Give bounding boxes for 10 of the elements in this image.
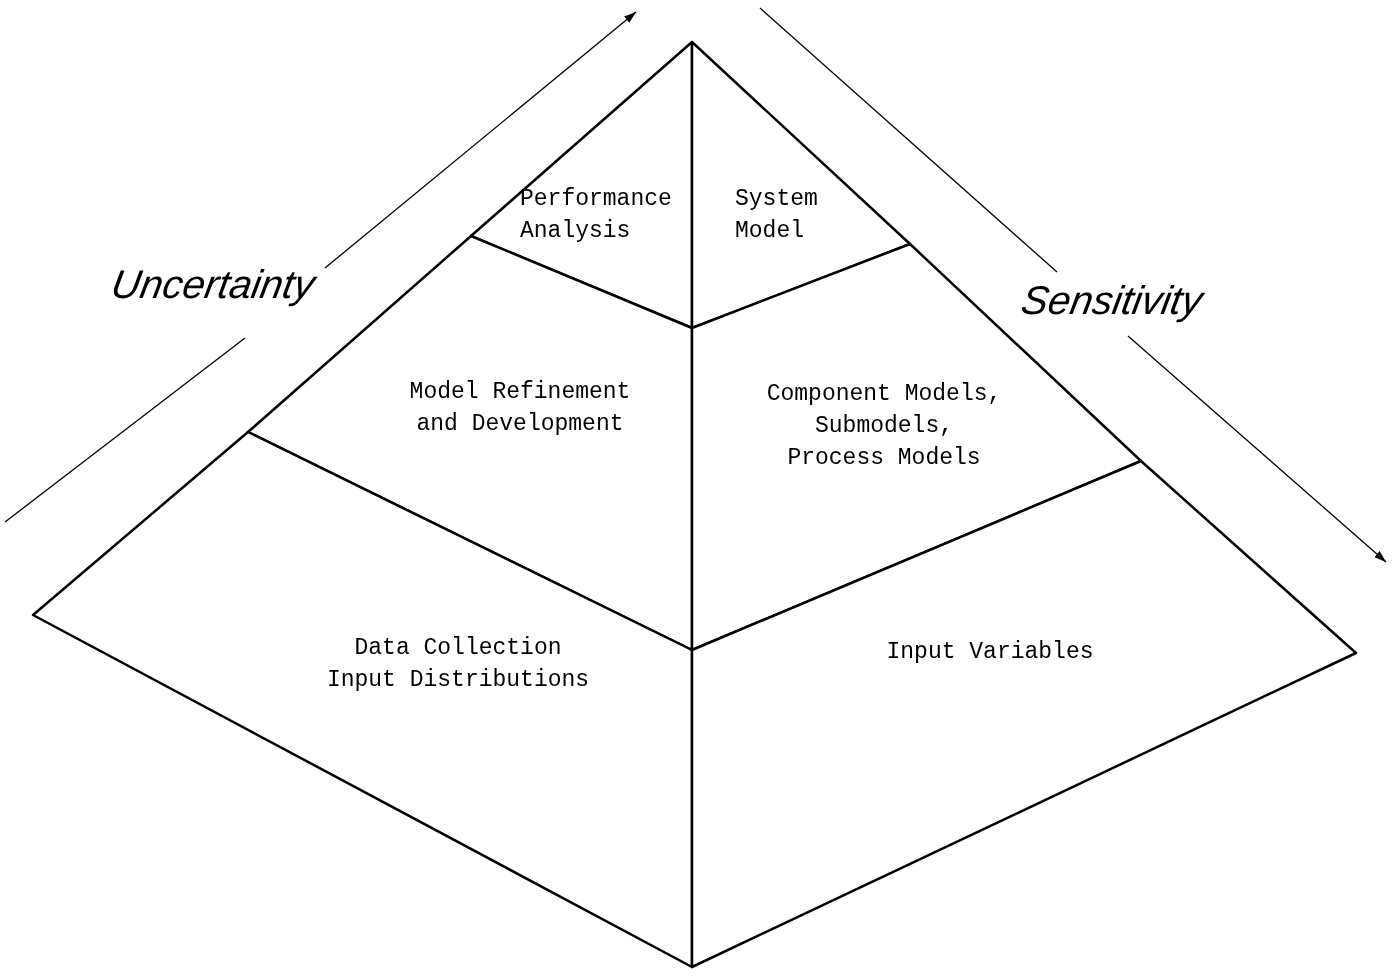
face-label: Component Models, Submodels, Process Models: [765, 380, 1003, 473]
pyramid-face: [692, 42, 910, 328]
axis-label: Uncertainty: [108, 262, 319, 307]
axis-label: Sensitivity: [1018, 278, 1207, 323]
pyramid-face: [471, 42, 692, 328]
face-label: Performance Analysis: [520, 185, 673, 246]
face-label: Input Variables: [885, 638, 1095, 667]
face-label: Data Collection Input Distributions: [325, 634, 591, 695]
face-label: System Model: [735, 185, 819, 246]
face-label: Model Refinement and Development: [408, 378, 632, 439]
